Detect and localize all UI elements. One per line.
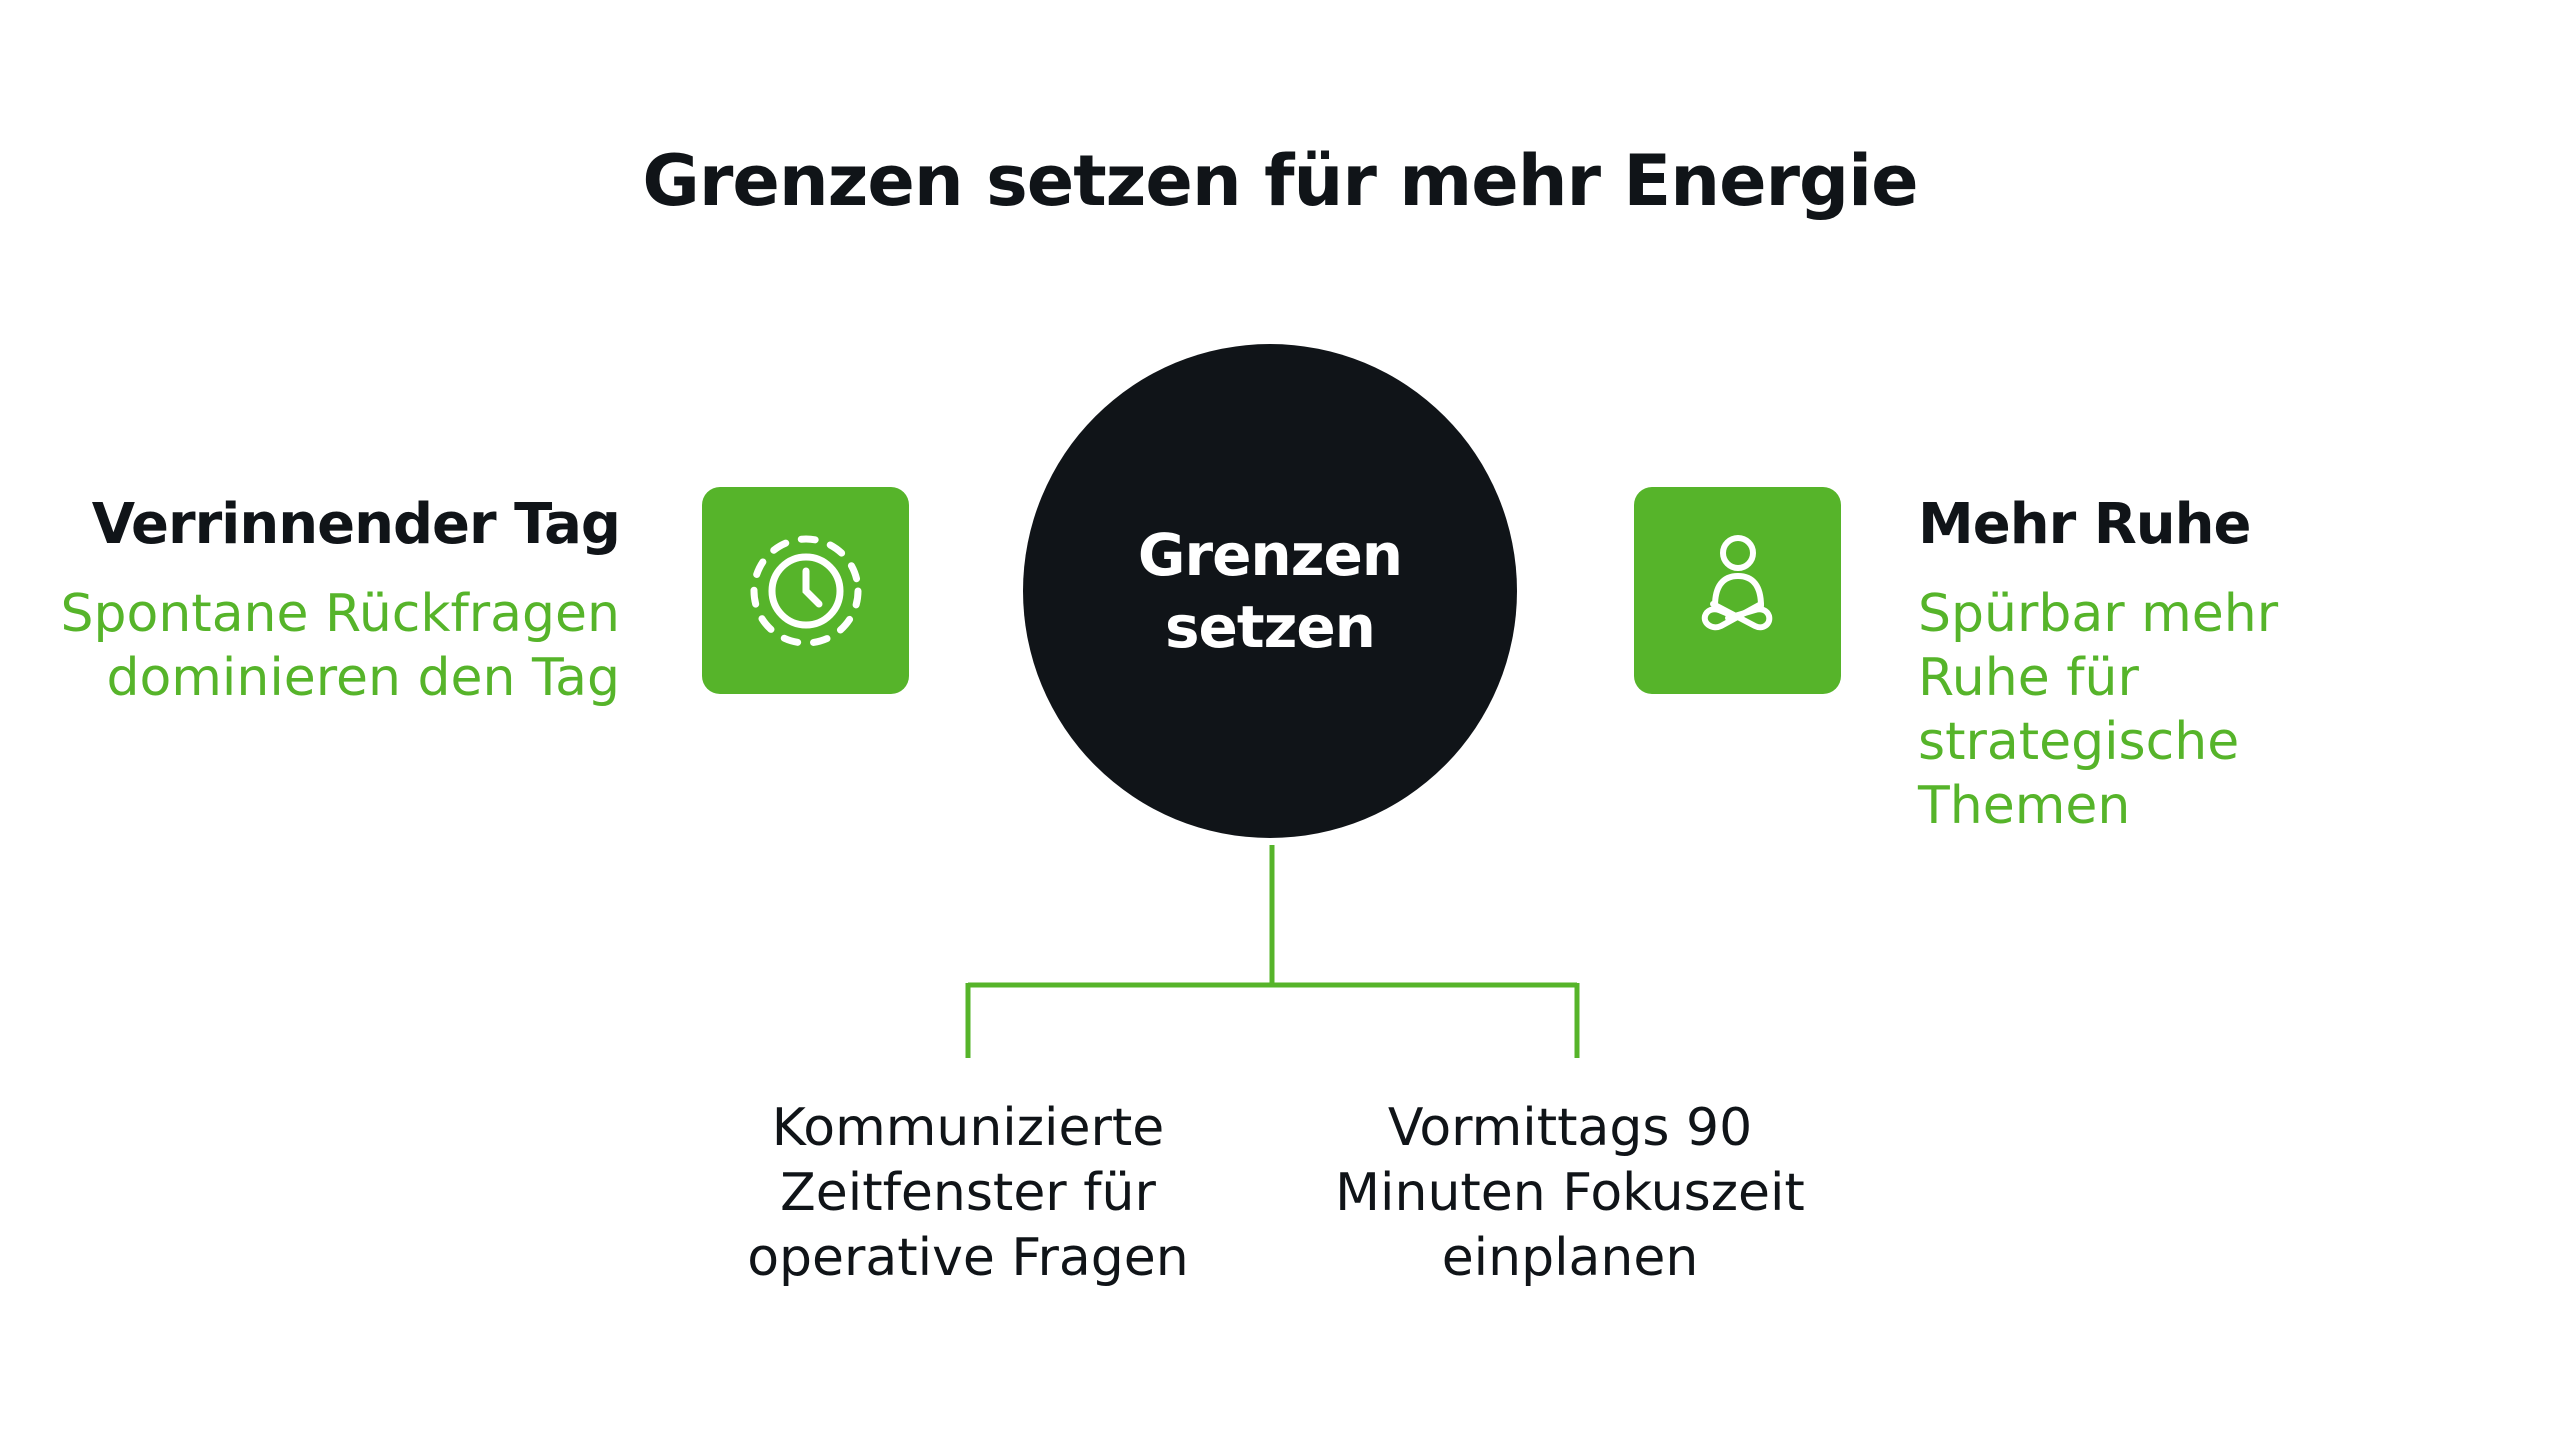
left-heading: Verrinnender Tag (91, 492, 621, 557)
right-heading: Mehr Ruhe (1918, 492, 2252, 557)
branch-left-text: Kommunizierte Zeitfenster für operative … (747, 1098, 1189, 1288)
left-text: Spontane Rückfragen dominieren den Tag (60, 584, 620, 708)
center-label: Grenzen setzen (1137, 521, 1403, 661)
branch-right-text: Vormittags 90 Minuten Fokuszeit einplane… (1335, 1098, 1805, 1288)
right-block: Mehr Ruhe Spürbar mehr Ruhe für strategi… (1918, 480, 2378, 838)
right-icon-box (1634, 487, 1841, 694)
left-block: Verrinnender Tag Spontane Rückfragen dom… (0, 480, 621, 710)
meditation-icon (1701, 534, 1772, 630)
center-node: Grenzen setzen (1023, 344, 1517, 838)
right-text: Spürbar mehr Ruhe für strategische Theme… (1918, 584, 2279, 836)
clock-icon (750, 535, 861, 646)
left-icon-box (702, 487, 909, 694)
diagram-title: Grenzen setzen für mehr Energie (642, 140, 1918, 222)
